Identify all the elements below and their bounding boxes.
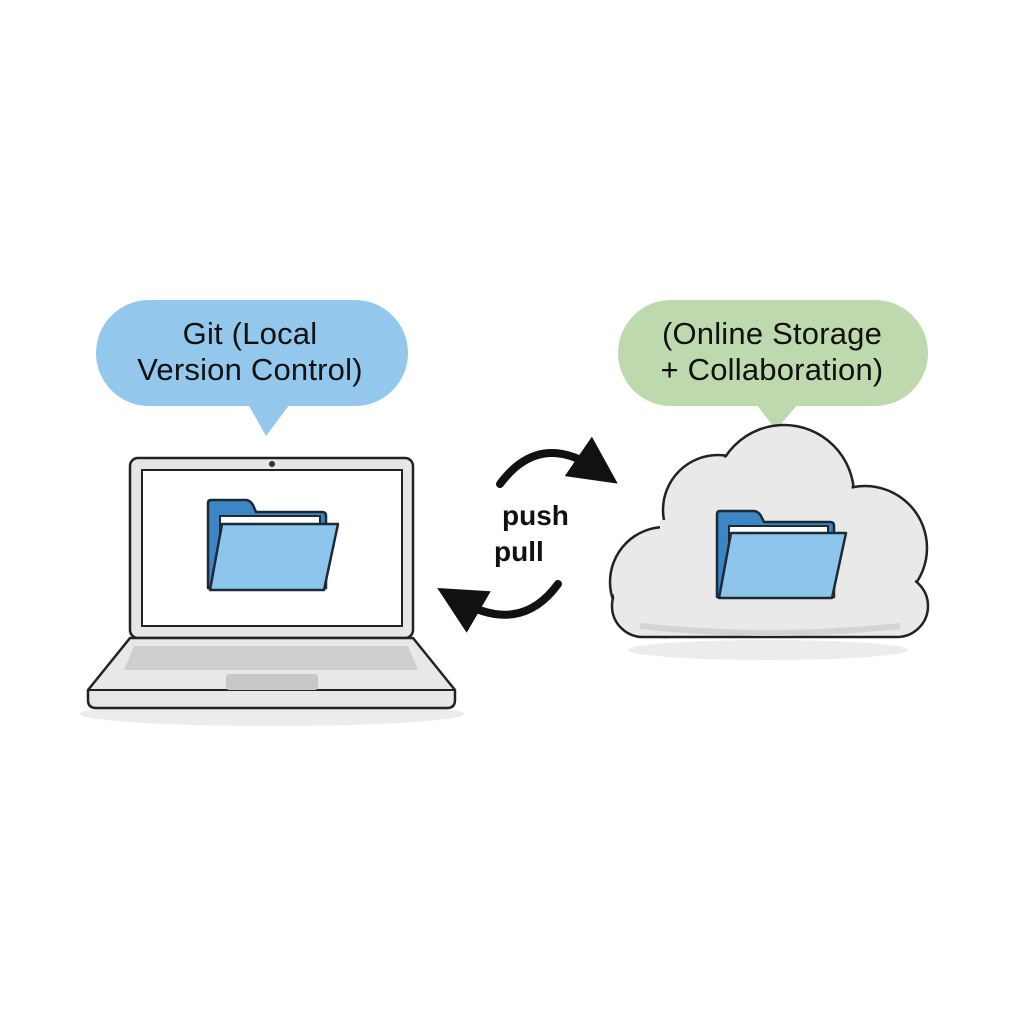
pull-arrow-icon: [437, 580, 562, 633]
pull-label: pull: [494, 536, 544, 567]
folder-icon: [715, 509, 848, 600]
remote-bubble-label: (Online Storage + Collaboration): [622, 316, 922, 388]
push-label: push: [502, 500, 569, 531]
remote-bubble-line: + Collaboration): [660, 352, 884, 387]
local-bubble: [96, 300, 408, 436]
remote-bubble-line: (Online Storage: [661, 316, 883, 351]
remote-bubble: [618, 300, 928, 430]
local-bubble-line: Version Control): [137, 352, 363, 387]
push-arrow-icon: [496, 436, 618, 488]
local-bubble-label: Git (Local Version Control): [100, 316, 400, 388]
laptop-icon: [80, 456, 464, 726]
local-bubble-line: Git (Local: [182, 316, 318, 351]
folder-icon: [206, 498, 340, 592]
